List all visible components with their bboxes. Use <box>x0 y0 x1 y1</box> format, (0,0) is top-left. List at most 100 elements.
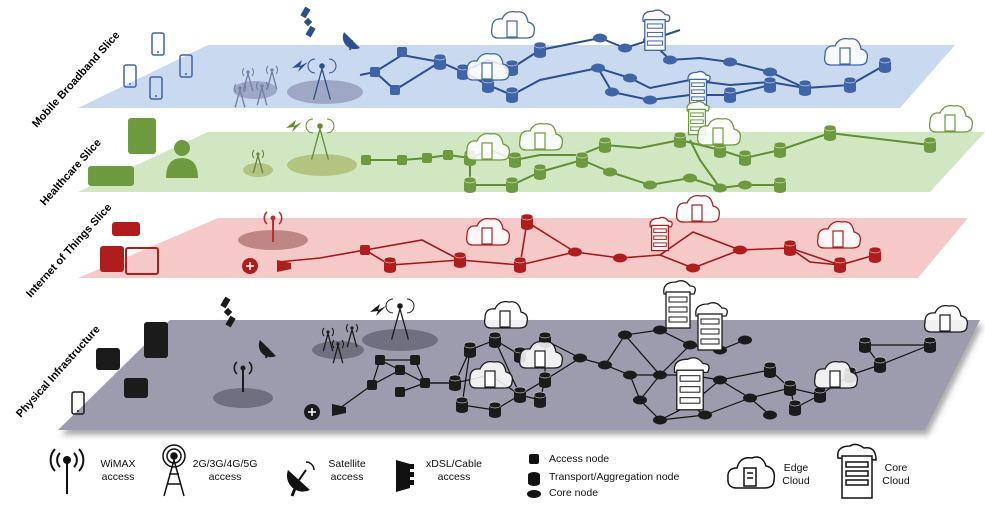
legend-wimax-label: WiMAX access <box>100 458 136 483</box>
access-node-icon <box>397 47 407 57</box>
cell-tower-icon <box>305 118 335 160</box>
edge-cloud-icon <box>823 38 869 66</box>
smartphone-icon <box>71 391 85 415</box>
core-node-icon <box>653 370 667 380</box>
cell-tower-icon <box>266 65 278 90</box>
smartphone-icon <box>123 64 137 88</box>
legend-edge-cloud-label: Edge Cloud <box>782 462 810 487</box>
legend-core-node-label: Core node <box>549 487 599 499</box>
cell-tower-icon <box>332 339 344 364</box>
satellite-dish-icon <box>342 32 360 51</box>
edge-cloud-icon <box>483 301 529 329</box>
wireless-link-icon <box>292 60 308 72</box>
transport-node-icon <box>533 163 547 180</box>
core-cloud-icon <box>649 216 673 252</box>
transport-node-icon <box>505 86 519 103</box>
transport-node-icon <box>575 151 589 168</box>
wireless-link-icon <box>286 120 302 132</box>
router-icon <box>242 258 258 274</box>
edge-cloud-icon <box>465 133 511 161</box>
access-node-icon <box>395 365 405 375</box>
access-node-icon <box>410 355 420 365</box>
legend-cellular-label: 2G/3G/4G/5G access <box>192 458 258 483</box>
wimax-antenna-icon <box>233 361 253 392</box>
cell-tower-icon <box>252 149 264 174</box>
access-node-icon <box>370 67 380 77</box>
transport-node-icon <box>783 239 797 256</box>
access-node-icon <box>367 380 377 390</box>
cell-coverage-area <box>287 154 357 176</box>
cell-tower-icon <box>307 58 337 100</box>
transport-node-icon <box>788 399 802 416</box>
core-node-icon <box>623 370 637 380</box>
transport-node-icon <box>923 336 937 353</box>
ambulance-icon <box>88 166 134 186</box>
transport-node-icon <box>453 251 467 268</box>
core-cloud-icon <box>663 280 696 329</box>
wimax-coverage-area <box>213 388 273 408</box>
cell-tower-icon <box>346 323 358 348</box>
transport-node-icon <box>763 361 777 378</box>
core-node-icon <box>686 263 700 273</box>
tv-icon <box>125 247 159 275</box>
core-node-icon <box>723 57 737 67</box>
legend-satellite-label: Satellite access <box>328 458 366 483</box>
transport-node-icon <box>673 131 687 148</box>
transport-node-icon <box>923 136 937 153</box>
edge-cloud-icon <box>518 341 564 369</box>
core-node-icon <box>613 253 627 263</box>
transport-node-icon <box>463 176 477 193</box>
transport-node-icon <box>508 151 522 168</box>
doctor-icon <box>166 140 198 178</box>
transport-node-icon <box>455 396 469 413</box>
legend-cellular-icon <box>162 444 186 497</box>
core-node-icon <box>733 245 747 255</box>
transport-node-icon <box>488 331 502 348</box>
access-node-icon <box>360 245 370 255</box>
core-node-icon <box>573 353 587 363</box>
cell-tower-icon <box>256 81 268 106</box>
edge-cloud-icon <box>465 218 511 246</box>
transport-node-icon <box>868 246 882 263</box>
satellite-icon <box>220 296 236 328</box>
edge-cloud-icon <box>518 123 564 151</box>
transport-node-icon <box>456 63 470 80</box>
core-cloud-icon <box>642 9 671 51</box>
diagram-canvas <box>58 6 985 430</box>
transport-node-icon <box>823 124 837 141</box>
access-node-icon <box>361 155 371 165</box>
xdsl-icon <box>277 260 291 272</box>
access-node-icon <box>443 150 453 160</box>
transport-node-icon <box>505 176 519 193</box>
edge-cloud-icon <box>465 53 511 81</box>
legend-transport-node-label: Transport/Aggregation node <box>549 471 680 483</box>
transport-node-icon <box>813 386 827 403</box>
edge-cloud-icon <box>490 11 536 39</box>
core-node-icon <box>618 43 632 53</box>
core-node-icon <box>598 360 612 370</box>
core-node-icon <box>593 33 607 43</box>
wimax-antenna-icon <box>263 211 283 242</box>
core-node-icon <box>763 67 777 77</box>
legend-wimax-icon <box>49 448 85 494</box>
core-node-icon <box>653 415 667 425</box>
core-node-icon <box>663 55 677 65</box>
edge-cloud-icon <box>923 305 969 333</box>
healthcare-plane <box>78 132 985 192</box>
smartphone-icon <box>149 76 163 100</box>
core-node-icon <box>605 87 619 97</box>
cell-tower-icon <box>234 83 246 108</box>
access-node-icon <box>420 378 430 388</box>
transport-node-icon <box>533 391 547 408</box>
access-node-icon <box>529 454 539 464</box>
access-node-icon <box>422 153 432 163</box>
core-node-icon <box>643 180 657 190</box>
transport-node-icon <box>798 79 812 96</box>
edge-cloud-icon <box>675 195 721 223</box>
satellite-icon <box>300 6 316 38</box>
smartphone-icon <box>179 54 193 78</box>
core-node-icon <box>591 63 605 73</box>
transport-node-icon <box>383 256 397 273</box>
transport-node-icon <box>513 256 527 273</box>
transport-node-icon <box>723 86 737 103</box>
